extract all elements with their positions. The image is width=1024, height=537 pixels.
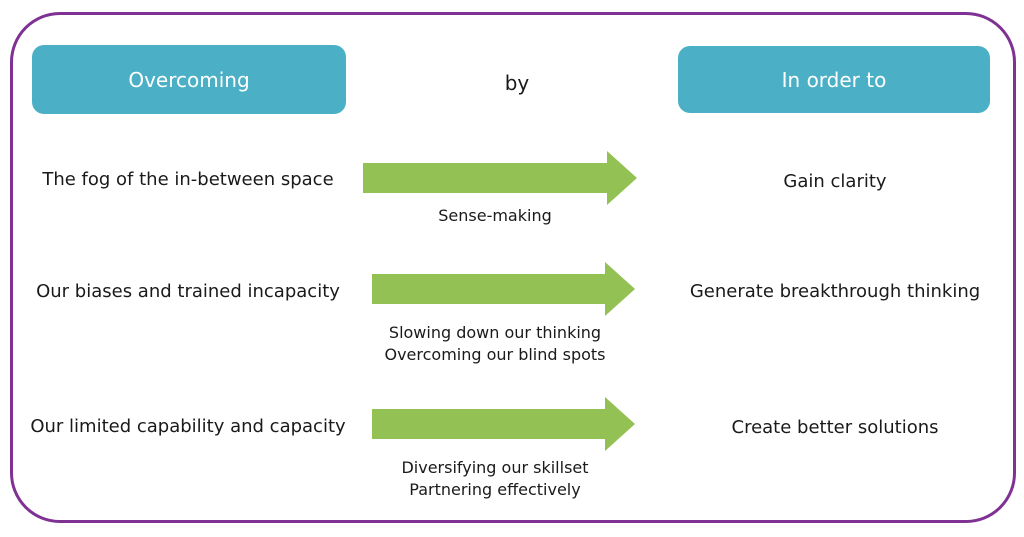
arrow-shaft [363,163,607,193]
method-label: Slowing down our thinking [388,323,602,342]
outcome-text-row3: Create better solutions [731,417,939,438]
arrow-shaft [372,274,605,304]
method-label: Sense-making [438,206,552,225]
outcome-text-row1: Gain clarity [783,171,887,192]
header-box-in-order-to: In order to [678,46,990,113]
outcome-text-row2: Generate breakthrough thinking [689,281,981,302]
arrow-head-icon [605,397,635,451]
method-label: Diversifying our skillset [401,458,589,477]
method-labels-row3: Diversifying our skillset Partnering eff… [363,457,627,501]
method-label: Partnering effectively [409,480,581,499]
method-labels-row2: Slowing down our thinking Overcoming our… [363,322,627,366]
method-label: Overcoming our blind spots [384,345,606,364]
obstacle-text-row3: Our limited capability and capacity [30,416,346,437]
arrow-head-icon [605,262,635,316]
arrow-row3 [372,397,635,451]
header-label-in-order-to: In order to [781,67,887,92]
arrow-row2 [372,262,635,316]
obstacle-text-row1: The fog of the in-between space [42,169,334,190]
obstacle-text-row2: Our biases and trained incapacity [36,281,340,302]
header-by: by [437,68,597,98]
arrow-row1 [363,151,637,205]
header-box-overcoming: Overcoming [32,45,346,114]
arrow-head-icon [607,151,637,205]
header-label-overcoming: Overcoming [128,67,250,92]
header-label-by: by [504,71,530,95]
arrow-shaft [372,409,605,439]
method-labels-row1: Sense-making [363,205,627,227]
